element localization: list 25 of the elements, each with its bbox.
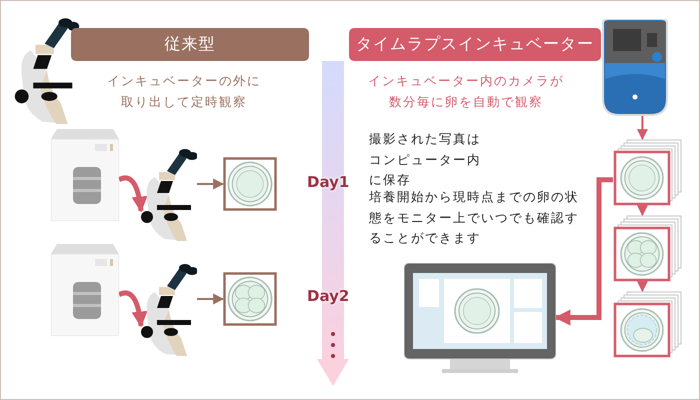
arrow [636, 205, 648, 216]
incubator-drawing [599, 19, 671, 116]
description-text: インキュベーター内のカメラが数分毎に卵を自動で観察 [367, 72, 565, 111]
incubator-drawing [51, 129, 119, 221]
arrow [197, 294, 224, 304]
image-stack-drawing [613, 139, 683, 207]
description-text: 培養開始から現時点までの卵の状態をモニター上でいつでも確認することができます [369, 188, 580, 248]
arrow [636, 281, 648, 292]
arrow [118, 290, 148, 328]
day-label: Day2 [307, 287, 350, 305]
image-stack-drawing [613, 291, 683, 359]
embryo-image [223, 157, 277, 211]
arrow [197, 178, 224, 190]
section-header: 従来型 [71, 28, 309, 61]
section-header: タイムラプスインキュベーター [349, 28, 601, 61]
arrow [636, 116, 648, 140]
embryo-image [223, 272, 277, 326]
description-text: 撮影された写真はコンピューター内に保存 [369, 130, 482, 190]
microscope-drawing [141, 147, 197, 241]
image-stack-drawing [613, 215, 683, 283]
day-label: Day1 [307, 173, 350, 191]
description-text: インキュベーターの外に取り出して定時観察 [106, 72, 262, 111]
incubator-drawing [51, 244, 119, 336]
arrow [118, 175, 148, 212]
microscope-drawing [141, 262, 197, 356]
